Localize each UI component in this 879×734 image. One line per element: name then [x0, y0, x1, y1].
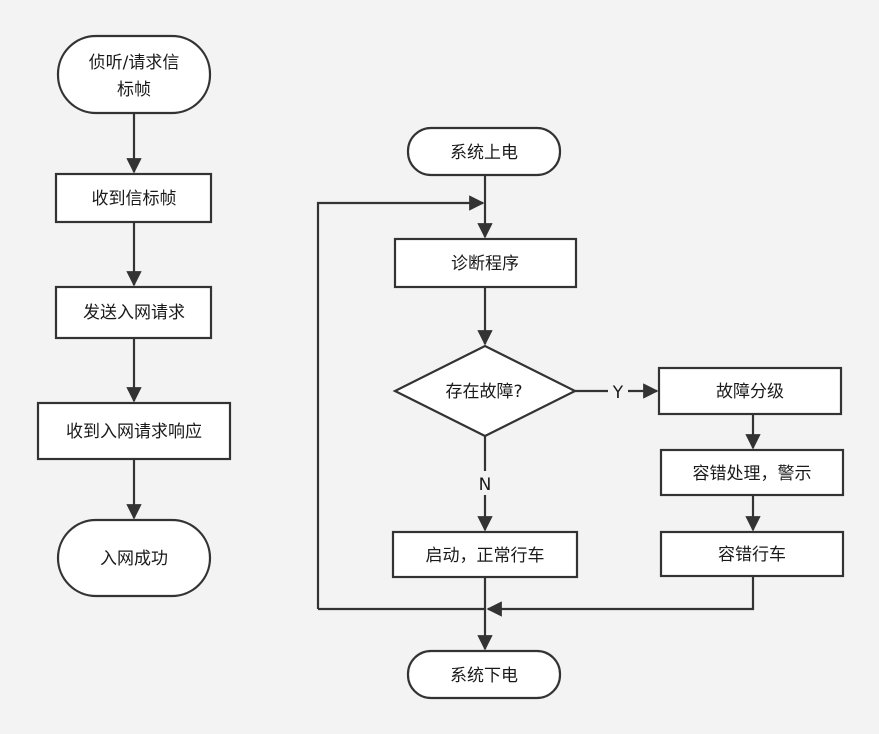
node-fault-tolerant-warn: 容错处理，警示 — [659, 448, 845, 497]
node-power-on: 系统上电 — [406, 126, 562, 177]
node-fault-classify: 故障分级 — [657, 366, 843, 416]
edge-loop-back-to-diagnostics — [316, 195, 485, 609]
node-diagnostics-label: 诊断程序 — [451, 254, 519, 274]
edge-label-no: N — [479, 475, 492, 495]
node-join-success-label: 入网成功 — [100, 549, 168, 569]
no-label-bg — [475, 471, 495, 495]
node-fault-tolerant-drive: 容错行车 — [659, 530, 845, 578]
edge-label-yes: Y — [612, 383, 624, 403]
node-power-on-label: 系统上电 — [450, 143, 518, 163]
node-send-join-request: 发送入网请求 — [54, 285, 213, 340]
node-listen-request-beacon: 侦听/请求信 标帧 — [56, 34, 212, 115]
node-fault-classify-label: 故障分级 — [716, 382, 784, 402]
node-start-normal: 启动，正常行车 — [391, 530, 579, 579]
node-send-join-request-label: 发送入网请求 — [83, 303, 185, 323]
node-listen-request-beacon-line1: 侦听/请求信 — [89, 53, 180, 73]
node-beacon-received-label: 收到信标帧 — [92, 189, 177, 209]
node-power-off: 系统下电 — [406, 649, 562, 700]
node-diagnostics: 诊断程序 — [393, 237, 578, 289]
node-fault-tolerant-warn-label: 容错处理，警示 — [693, 464, 812, 484]
node-power-off-label: 系统下电 — [450, 666, 518, 686]
node-beacon-received: 收到信标帧 — [54, 172, 213, 224]
yes-label-bg — [608, 379, 628, 403]
node-join-response-received: 收到入网请求响应 — [36, 401, 232, 461]
node-join-success: 入网成功 — [56, 518, 212, 598]
node-start-normal-label: 启动，正常行车 — [426, 546, 545, 566]
node-join-response-received-label: 收到入网请求响应 — [66, 422, 202, 442]
node-listen-request-beacon-line2: 标帧 — [117, 80, 151, 100]
edge-drive-to-merge — [486, 576, 755, 617]
node-fault-tolerant-drive-label: 容错行车 — [718, 545, 786, 565]
node-fault-check-label: 存在故障? — [445, 382, 522, 402]
node-fault-check: 存在故障? — [392, 344, 578, 438]
